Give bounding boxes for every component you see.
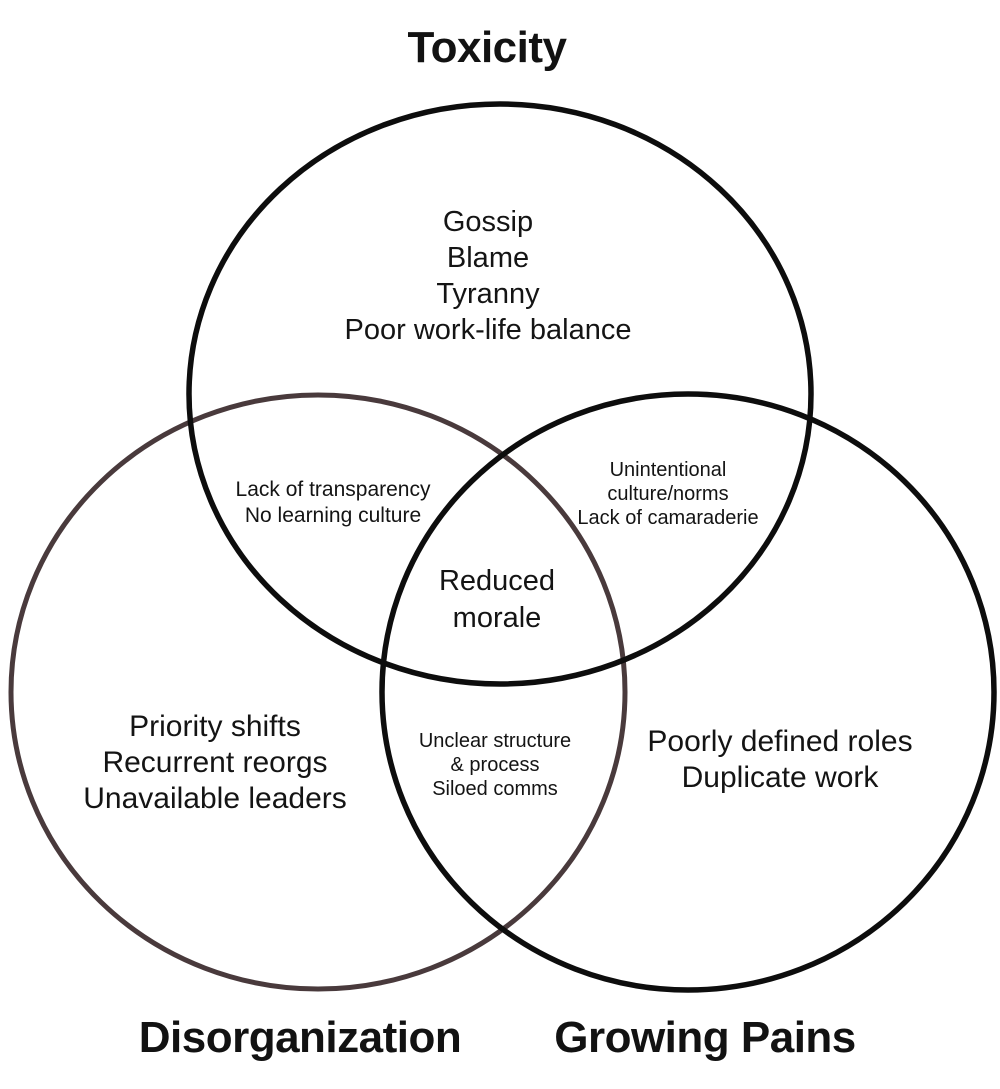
disorganization-circle bbox=[8, 392, 628, 992]
region-line: Reduced bbox=[438, 565, 556, 597]
region-line: Poorly defined roles bbox=[647, 725, 913, 758]
region-line: Unavailable leaders bbox=[83, 782, 347, 815]
region-line: morale bbox=[452, 602, 542, 634]
region-disorganization: Priority shifts Recurrent reorgs Unavail… bbox=[83, 709, 347, 817]
region-line: Tyranny bbox=[436, 278, 540, 310]
region-line: Duplicate work bbox=[681, 761, 879, 794]
region-disorganization-growing-pains-overlap: Unclear structure & process Siloed comms bbox=[419, 729, 571, 801]
region-line: Poor work-life balance bbox=[344, 314, 632, 346]
region-line: Unintentional bbox=[609, 459, 727, 481]
title-toxicity: Toxicity bbox=[407, 23, 567, 72]
region-toxicity-growing-pains-overlap: Unintentional culture/norms Lack of cama… bbox=[577, 458, 758, 530]
region-all-three-overlap: Reduced morale bbox=[439, 563, 555, 637]
toxicity-circle bbox=[186, 101, 814, 687]
region-growing-pains: Poorly defined roles Duplicate work bbox=[647, 724, 912, 796]
region-toxicity: Gossip Blame Tyranny Poor work-life bala… bbox=[345, 204, 632, 348]
title-disorganization: Disorganization bbox=[138, 1013, 462, 1062]
region-line: Lack of transparency bbox=[235, 478, 431, 501]
region-line: Lack of camaraderie bbox=[577, 507, 759, 529]
region-toxicity-disorganization-overlap: Lack of transparency No learning culture bbox=[236, 477, 431, 529]
region-line: Unclear structure bbox=[418, 730, 572, 752]
region-line: culture/norms bbox=[607, 483, 729, 505]
title-growing-pains: Growing Pains bbox=[554, 1013, 856, 1062]
region-line: Gossip bbox=[442, 206, 534, 238]
region-line: Blame bbox=[446, 242, 530, 274]
region-line: Recurrent reorgs bbox=[102, 746, 328, 779]
region-line: & process bbox=[450, 754, 540, 776]
region-line: Priority shifts bbox=[129, 710, 301, 743]
growing-pains-circle bbox=[379, 391, 997, 993]
region-line: Siloed comms bbox=[432, 778, 558, 800]
region-line: No learning culture bbox=[244, 504, 422, 527]
